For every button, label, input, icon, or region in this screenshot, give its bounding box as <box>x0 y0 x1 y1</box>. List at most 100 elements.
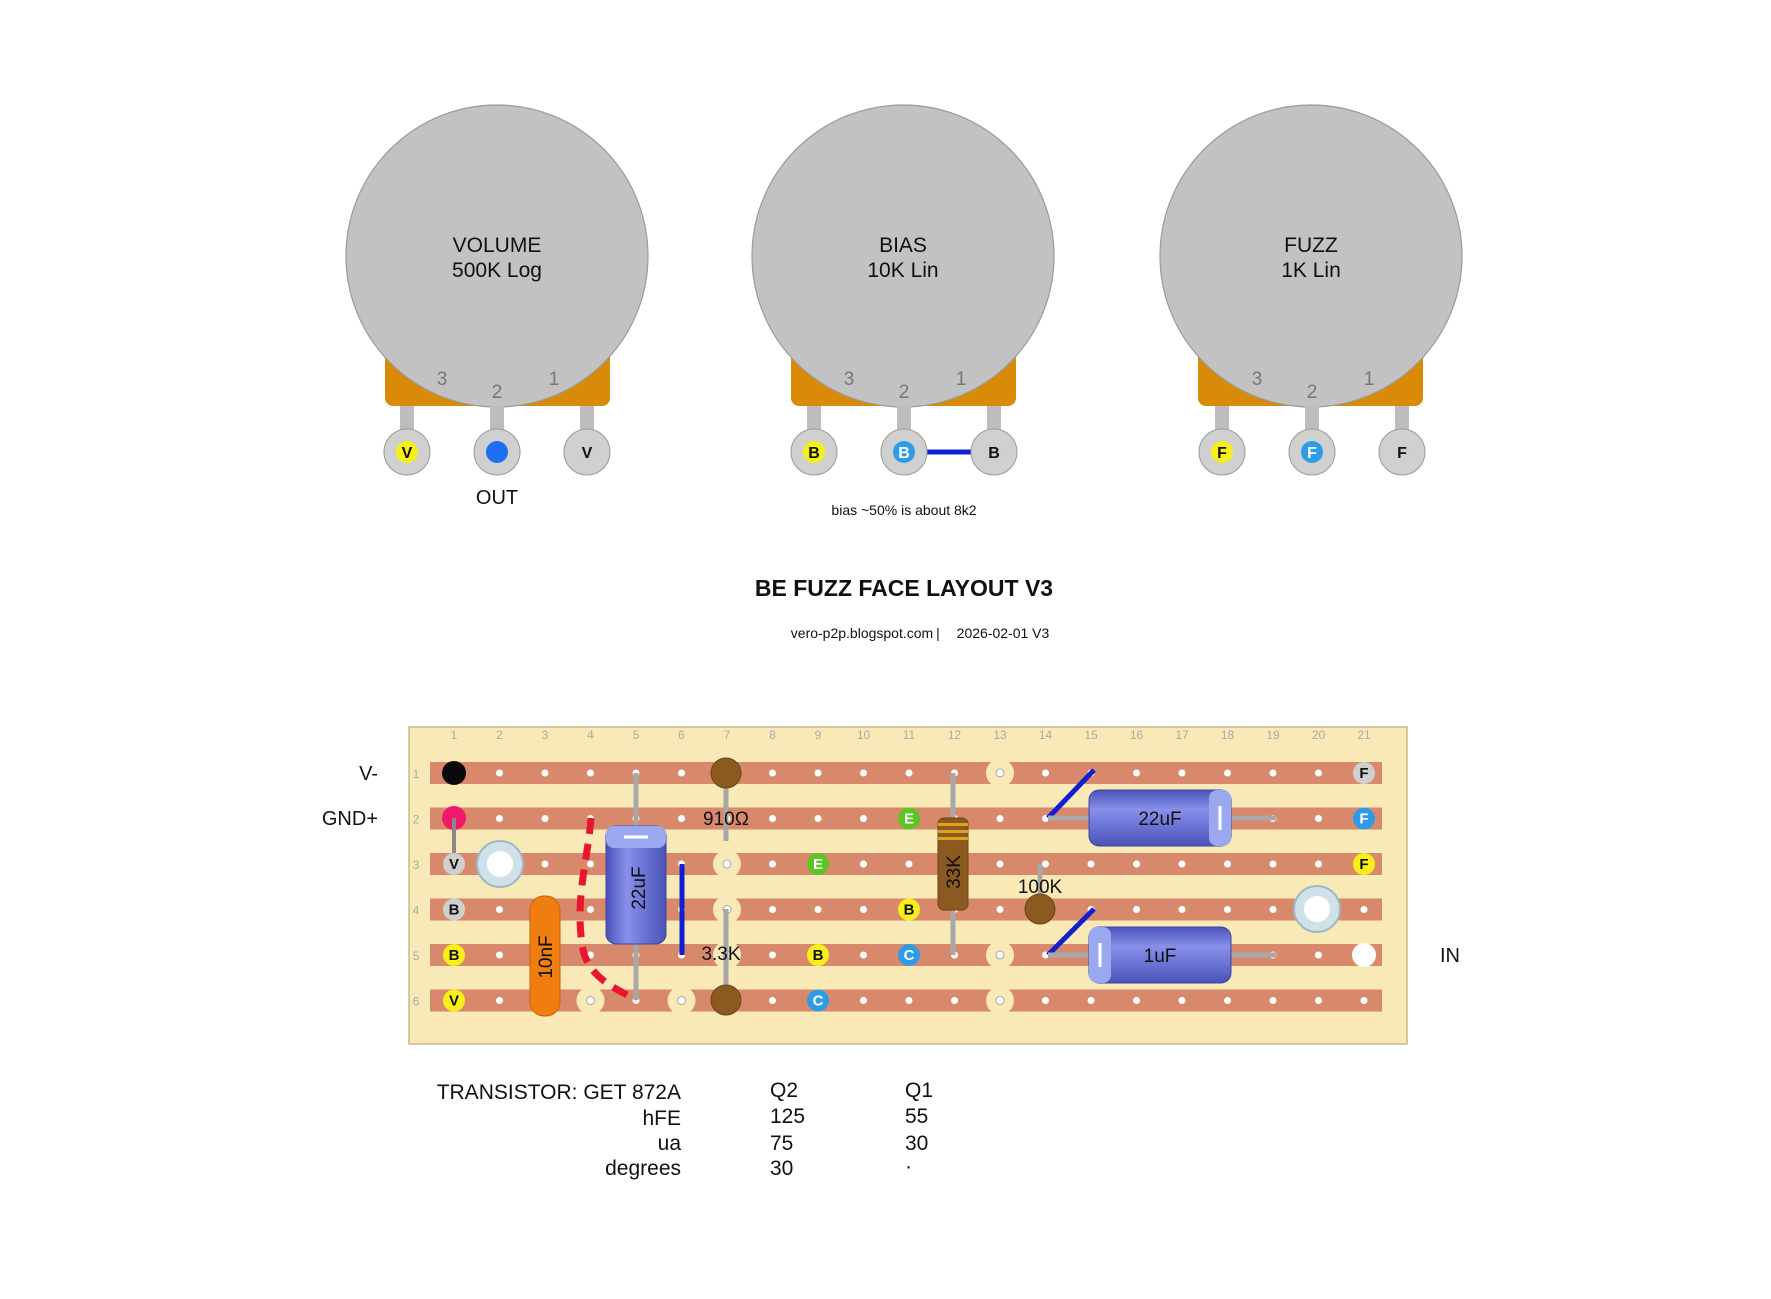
strip-hole[interactable] <box>1224 906 1231 913</box>
column-number: 1 <box>451 728 458 742</box>
lettered-hole-r2c21[interactable] <box>1353 807 1375 830</box>
strip-hole[interactable] <box>1087 997 1095 1004</box>
strip-hole[interactable] <box>1224 997 1231 1004</box>
strip-hole[interactable] <box>1133 997 1140 1004</box>
strip-hole[interactable] <box>587 860 594 868</box>
resistor-33k-label: 33K <box>944 855 965 889</box>
strip-hole[interactable] <box>905 997 913 1004</box>
strip-hole[interactable] <box>1042 769 1049 777</box>
jumper-wire <box>1046 768 1096 820</box>
lettered-hole-r3c1[interactable] <box>443 853 465 875</box>
strip-hole[interactable] <box>1315 860 1322 868</box>
lettered-hole-r5c9[interactable] <box>807 944 829 966</box>
lug-b-marker[interactable] <box>893 441 915 463</box>
strip-hole[interactable] <box>678 769 685 777</box>
lettered-hole-r3c21[interactable] <box>1353 853 1375 875</box>
strip-hole[interactable] <box>769 769 776 777</box>
strip-hole[interactable] <box>1042 997 1049 1004</box>
strip-hole[interactable] <box>860 997 867 1004</box>
strip-hole[interactable] <box>496 997 503 1004</box>
strip-hole[interactable] <box>860 906 867 913</box>
lettered-hole-r6c9[interactable] <box>807 989 829 1012</box>
strip-hole[interactable] <box>496 951 503 959</box>
strip-hole[interactable] <box>1315 815 1322 822</box>
strip-hole[interactable] <box>1269 769 1277 777</box>
strip-hole[interactable] <box>996 815 1004 822</box>
strip-hole[interactable] <box>860 860 867 868</box>
subtitle-site[interactable]: vero-p2p.blogspot.com <box>791 625 933 641</box>
lug-f-marker[interactable] <box>1391 441 1413 463</box>
strip-hole[interactable] <box>769 951 776 959</box>
strip-hole[interactable] <box>496 906 503 913</box>
strip-hole[interactable] <box>1087 860 1095 868</box>
strip-hole[interactable] <box>541 769 549 777</box>
strip-hole[interactable] <box>1133 769 1140 777</box>
strip-hole[interactable] <box>1360 997 1368 1004</box>
resistor-33k-body[interactable] <box>937 817 969 911</box>
lettered-hole-r4c11[interactable] <box>898 898 920 921</box>
strip-hole[interactable] <box>996 860 1004 868</box>
lettered-hole-r5c11[interactable] <box>898 944 920 966</box>
strip-hole[interactable] <box>678 815 685 822</box>
strip-hole[interactable] <box>496 815 503 822</box>
strip-hole[interactable] <box>814 815 822 822</box>
lug-f-marker[interactable] <box>1211 441 1233 463</box>
strip-hole[interactable] <box>951 997 958 1004</box>
strip-hole[interactable] <box>541 815 549 822</box>
strip-hole[interactable] <box>769 815 776 822</box>
strip-hole[interactable] <box>1042 860 1049 868</box>
strip-hole[interactable] <box>587 906 594 913</box>
pot-leg <box>1215 406 1229 436</box>
strip-hole[interactable] <box>1360 906 1368 913</box>
lettered-hole-r1c21[interactable] <box>1353 762 1375 784</box>
strip-hole[interactable] <box>1178 769 1186 777</box>
strip-hole[interactable] <box>1178 997 1186 1004</box>
v-minus-pad[interactable] <box>442 761 466 785</box>
strip-hole[interactable] <box>769 906 776 913</box>
strip-hole[interactable] <box>905 769 913 777</box>
strip-hole[interactable] <box>814 769 822 777</box>
resistor-100k-body[interactable] <box>1024 893 1056 925</box>
lug-b-marker[interactable] <box>983 441 1005 463</box>
lug-v-marker[interactable] <box>576 441 598 463</box>
strip-hole[interactable] <box>1315 997 1322 1004</box>
lug-b-marker[interactable] <box>803 441 825 463</box>
lettered-hole-r6c1[interactable] <box>443 989 465 1012</box>
strip-hole[interactable] <box>541 860 549 868</box>
lettered-hole-r4c1[interactable] <box>443 898 465 921</box>
lug-letter: B <box>898 445 910 462</box>
resistor-100k-label: 100K <box>1018 877 1063 898</box>
strip-hole[interactable] <box>587 769 594 777</box>
lug-v-marker[interactable] <box>396 441 418 463</box>
lettered-hole-r3c9[interactable] <box>807 853 829 875</box>
strip-hole[interactable] <box>1224 769 1231 777</box>
strip-hole[interactable] <box>769 997 776 1004</box>
strip-hole[interactable] <box>1178 906 1186 913</box>
lug-f-marker[interactable] <box>1301 441 1323 463</box>
resistor-910-body-top[interactable] <box>710 757 742 789</box>
strip-hole[interactable] <box>1133 860 1140 868</box>
strip-hole[interactable] <box>1178 860 1186 868</box>
lettered-hole-r2c11[interactable] <box>898 807 920 830</box>
in-pad[interactable] <box>1352 943 1376 967</box>
lug-out-marker[interactable] <box>486 441 508 463</box>
strip-hole[interactable] <box>1315 951 1322 959</box>
strip-hole[interactable] <box>814 906 822 913</box>
strip-hole[interactable] <box>860 951 867 959</box>
resistor-3k3-body[interactable] <box>710 984 742 1016</box>
strip-hole[interactable] <box>1224 860 1231 868</box>
strip-hole[interactable] <box>1269 906 1277 913</box>
strip-hole[interactable] <box>860 815 867 822</box>
lettered-hole-r5c1[interactable] <box>443 944 465 966</box>
cap-10nf[interactable] <box>529 895 561 1017</box>
strip-hole[interactable] <box>1269 997 1277 1004</box>
strip-hole[interactable] <box>1269 860 1277 868</box>
strip-hole[interactable] <box>1315 769 1322 777</box>
strip-hole[interactable] <box>905 860 913 868</box>
strip-hole[interactable] <box>860 769 867 777</box>
strip-hole[interactable] <box>496 769 503 777</box>
strip-hole[interactable] <box>996 906 1004 913</box>
strip-hole[interactable] <box>1133 906 1140 913</box>
strip-hole[interactable] <box>769 860 776 868</box>
column-header-q1: Q1 <box>905 1079 933 1102</box>
